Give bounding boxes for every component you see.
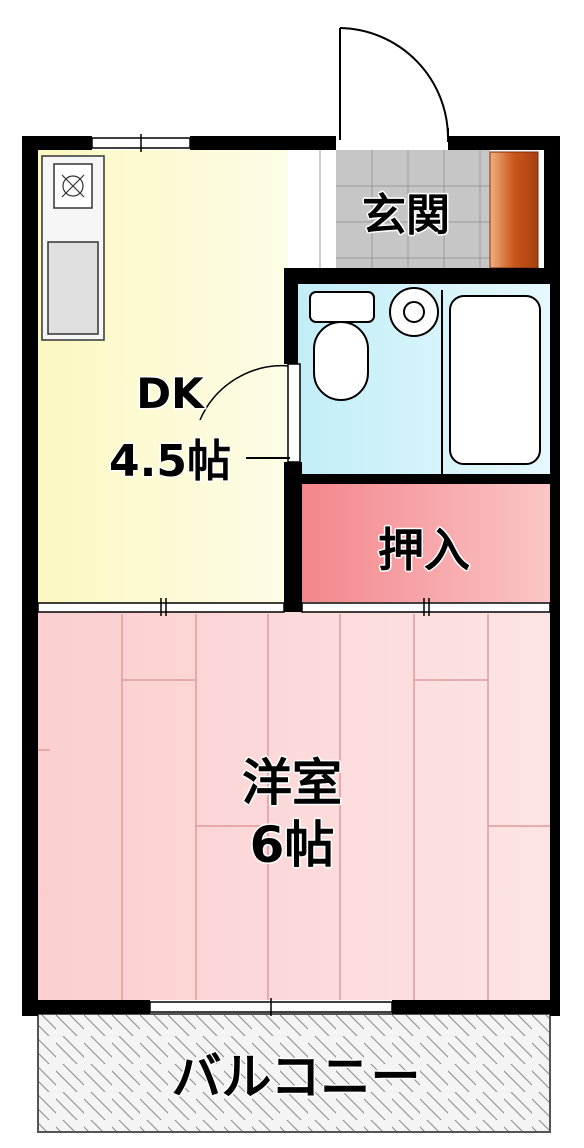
western-floor bbox=[38, 612, 550, 1000]
toilet-icon bbox=[309, 291, 375, 401]
bathtub-icon bbox=[449, 295, 541, 465]
closet-floor bbox=[302, 484, 550, 602]
western-room-size-label: 6帖 bbox=[250, 816, 335, 874]
balcony-rail bbox=[37, 1013, 551, 1133]
washbasin-icon bbox=[389, 287, 439, 337]
closet-label: 押入 bbox=[378, 523, 470, 577]
kitchen-counter bbox=[41, 155, 105, 341]
shoe-cabinet bbox=[489, 151, 539, 269]
dk-label: DK bbox=[136, 369, 205, 418]
windows bbox=[91, 134, 393, 1016]
flooring-boards bbox=[38, 614, 550, 1000]
sink-icon bbox=[47, 241, 99, 335]
western-room-label: 洋室 bbox=[242, 754, 342, 812]
balcony-label: バルコニー bbox=[172, 1048, 421, 1106]
stove-icon bbox=[53, 163, 93, 209]
entrance-tile-floor bbox=[336, 150, 490, 268]
sliding-doors bbox=[37, 598, 551, 616]
entrance-label: 玄関 bbox=[362, 190, 450, 241]
walls bbox=[22, 136, 560, 1016]
balcony-floor bbox=[38, 1014, 550, 1132]
dk-size-label: 4.5帖 bbox=[109, 436, 231, 487]
entrance-door bbox=[339, 27, 449, 142]
